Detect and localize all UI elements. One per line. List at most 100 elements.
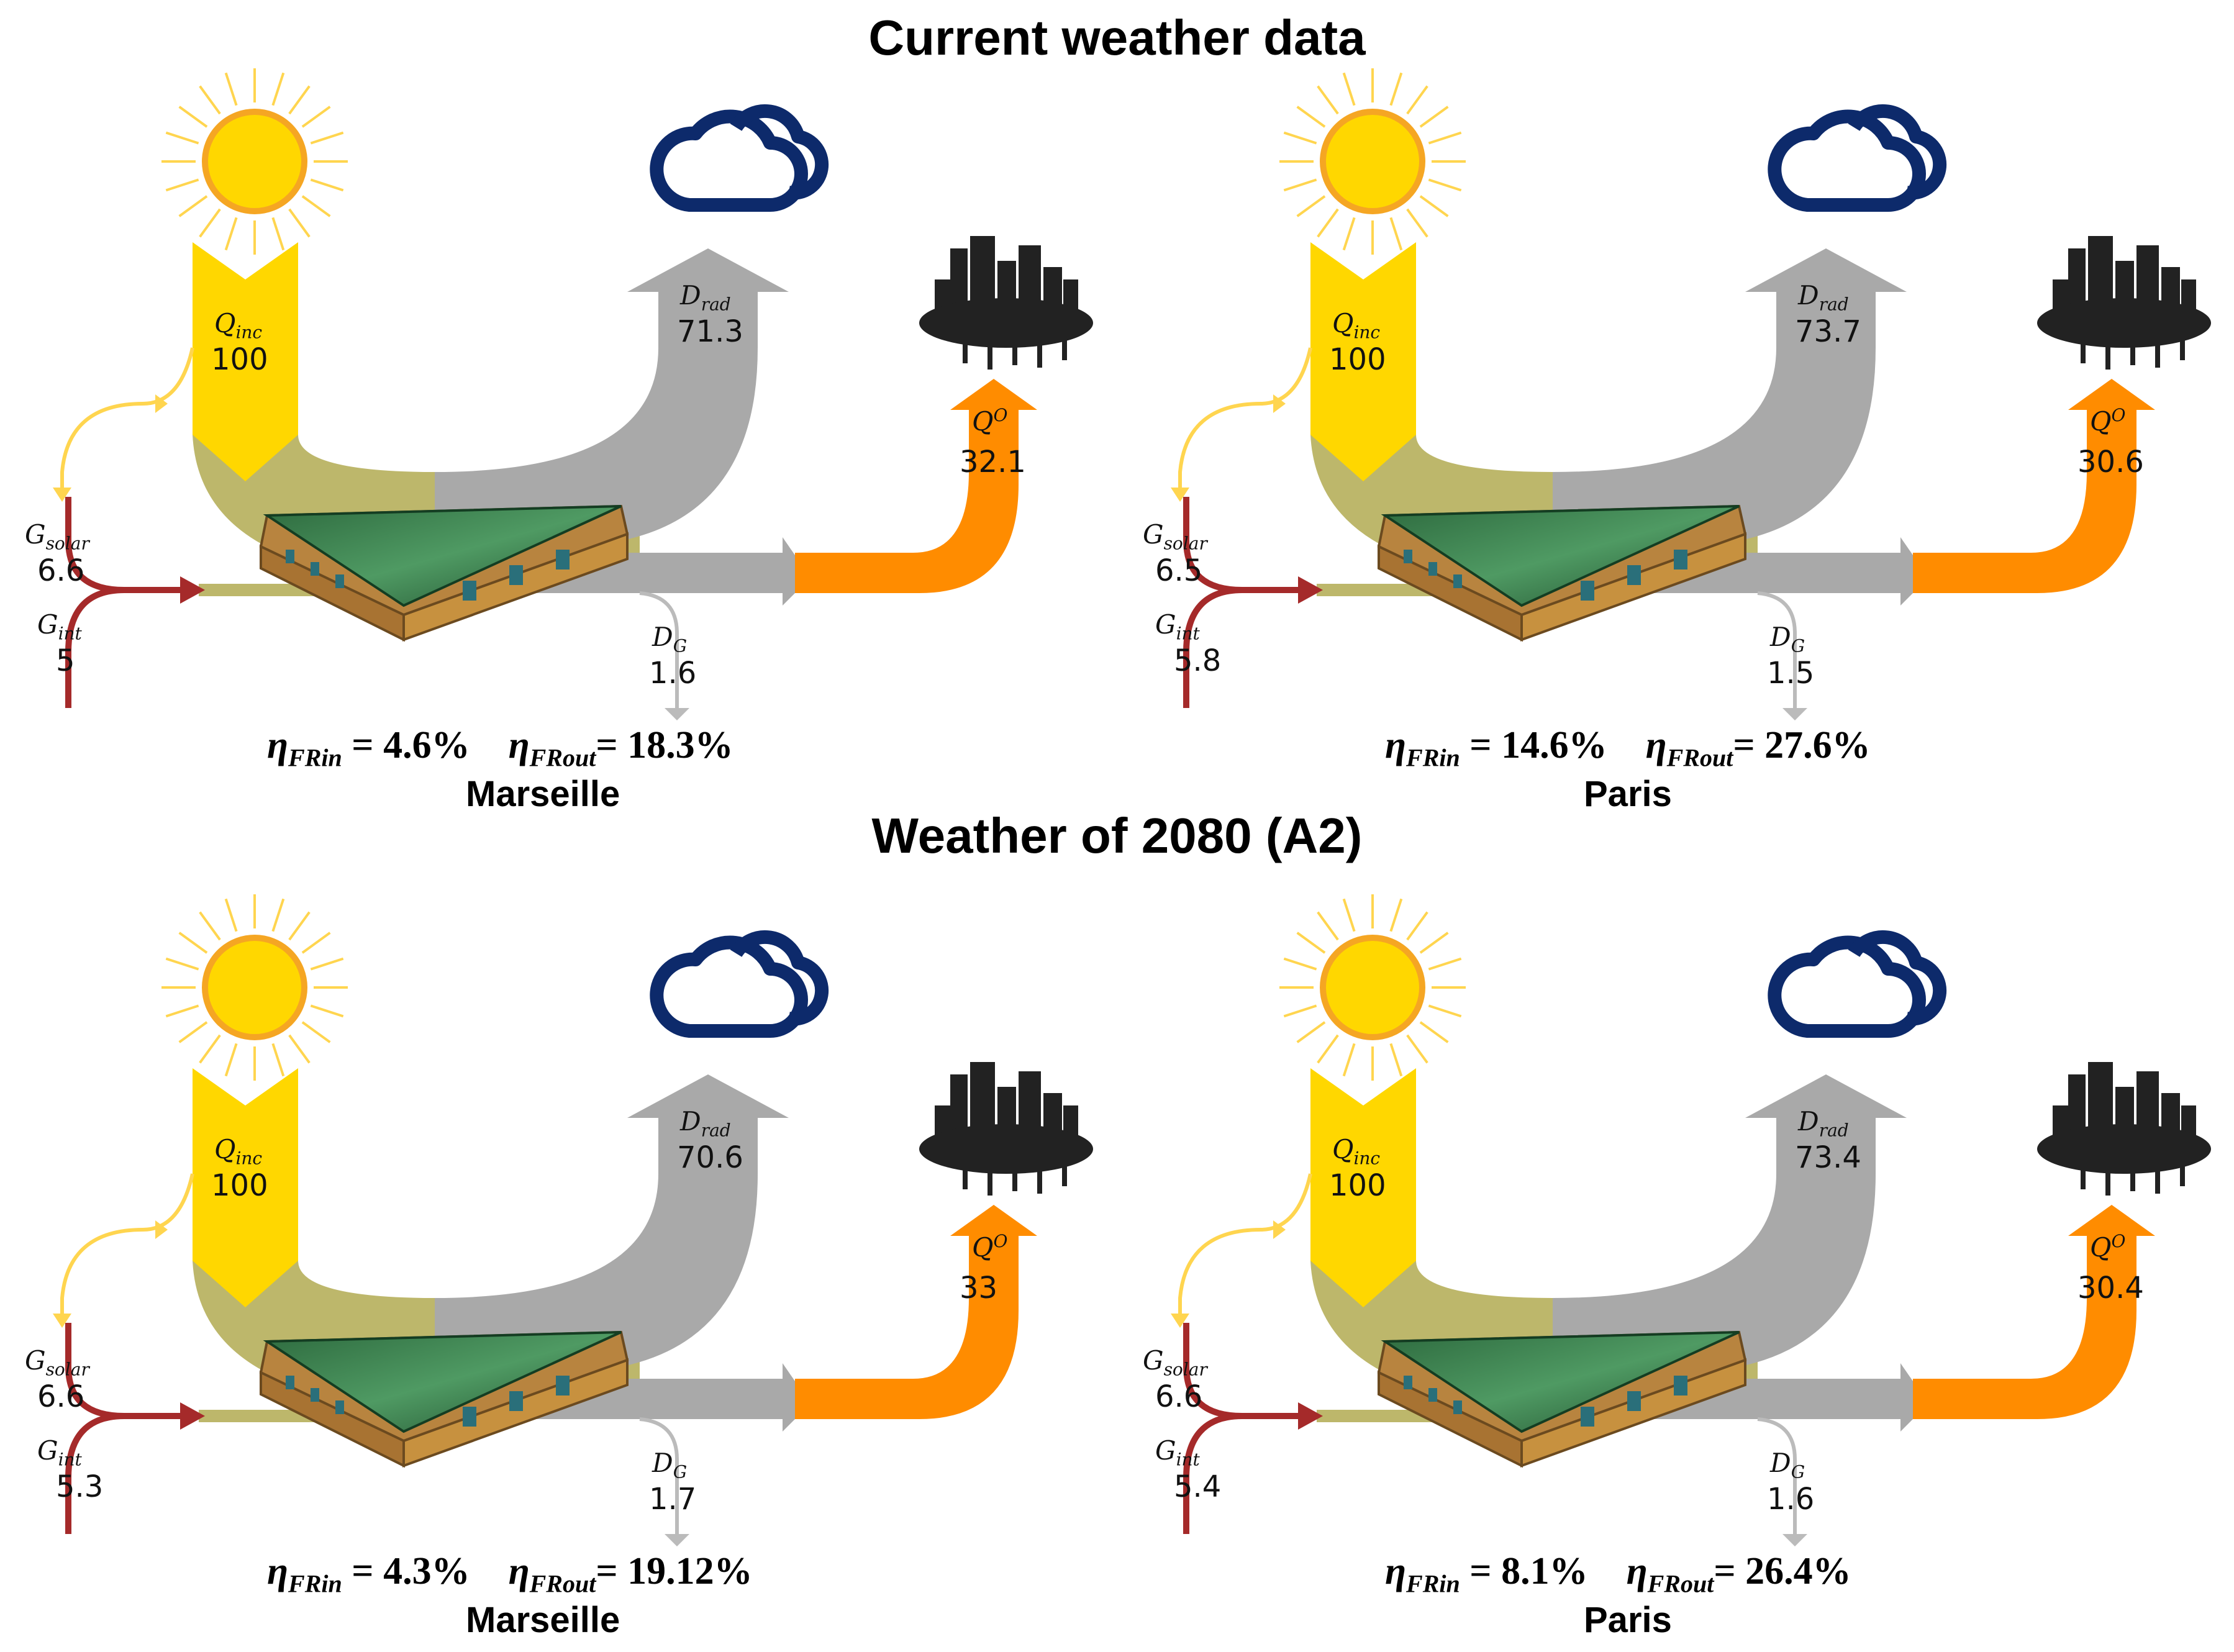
sun-ray	[1406, 1034, 1428, 1064]
cloud-icon	[1768, 104, 1947, 212]
sun-ray	[1283, 1004, 1317, 1018]
d-g-value: 1.5	[1767, 656, 1815, 691]
d-rad-symbol: Drad	[680, 280, 731, 315]
sun-ray	[1406, 85, 1428, 115]
cloud-icon	[650, 930, 829, 1038]
ground-loss-arrowhead	[1782, 1534, 1807, 1546]
sankey-panel-marseille-2080: Qinc 100 Drad 70.6 QO 33 DG 1.7 Gsolar 6…	[0, 826, 1118, 1652]
incident-radiation-arrow	[1310, 1068, 1416, 1307]
city-skyline-icon	[2037, 1062, 2211, 1196]
solar-split-arrowhead	[1273, 1220, 1286, 1239]
sun-ray	[1283, 957, 1317, 971]
sun-ray	[271, 217, 285, 251]
sun-ray	[1296, 195, 1326, 217]
sun-ray	[1389, 1043, 1403, 1077]
output-flow-arrow	[1913, 1205, 2155, 1419]
g-int-symbol: Gint	[1155, 1435, 1200, 1470]
q-out-value: 30.6	[2077, 445, 2144, 479]
sun-ray	[1317, 85, 1339, 115]
q-inc-symbol: Qinc	[214, 308, 263, 343]
ground-loss-arrow	[1757, 1417, 1797, 1534]
solar-gain-arrowhead	[1171, 488, 1189, 502]
sun-ray	[301, 1021, 331, 1043]
incident-radiation-arrow	[193, 242, 298, 481]
d-rad-value: 71.3	[677, 314, 743, 349]
q-inc-symbol: Qinc	[1332, 1134, 1381, 1169]
sun-ray	[165, 178, 199, 192]
d-g-symbol: DG	[652, 622, 688, 656]
eta-in-subscript: FRin	[1406, 743, 1460, 772]
ground-loss-arrow	[1757, 591, 1797, 708]
g-int-symbol: Gint	[37, 609, 82, 644]
g-int-value: 5	[56, 643, 75, 678]
sun-ray	[288, 911, 311, 941]
eta-in-symbol: η	[267, 1550, 289, 1592]
internal-gain-arrowhead	[1298, 576, 1323, 604]
eta-out-subscript: FRout	[529, 743, 596, 772]
d-rad-value: 70.6	[677, 1140, 743, 1175]
sun-ray	[1428, 131, 1462, 145]
sun-icon	[161, 894, 348, 1081]
sun-ray	[224, 1043, 238, 1077]
eta-in-subscript: FRin	[1406, 1569, 1460, 1598]
solar-gain-curve	[60, 1173, 194, 1317]
green-roof-building	[1377, 1330, 1747, 1468]
sun-ray	[1419, 106, 1449, 128]
d-g-symbol: DG	[1770, 1448, 1805, 1482]
sun-ray	[1342, 898, 1356, 932]
sun-icon	[1279, 68, 1466, 255]
g-int-symbol: Gint	[37, 1435, 82, 1470]
sun-ray	[288, 85, 311, 115]
sun-ray	[1342, 1043, 1356, 1077]
g-int-value: 5.4	[1174, 1469, 1222, 1504]
efficiency-line: ηFRin = 14.6% ηFRout= 27.6%	[1385, 724, 1871, 772]
eta-out-value: = 19.12%	[596, 1550, 753, 1592]
g-int-symbol: Gint	[1155, 609, 1200, 644]
green-roof-building	[1377, 504, 1747, 642]
sun-ray	[1406, 911, 1428, 941]
g-solar-symbol: Gsolar	[1143, 519, 1207, 554]
sun-ray	[271, 72, 285, 106]
cloud-icon	[1768, 930, 1947, 1038]
eta-in-value: = 14.6%	[1469, 724, 1607, 766]
sun-ray	[301, 106, 331, 128]
heading-current-weather: Current weather data	[868, 10, 1366, 65]
solar-gain-curve	[1178, 1173, 1312, 1317]
sun-ray	[1317, 1034, 1339, 1064]
eta-out-subscript: FRout	[1647, 1569, 1714, 1598]
radiation-loss-arrow	[435, 248, 789, 547]
sun-ray	[1342, 217, 1356, 251]
sun-ray	[224, 217, 238, 251]
sun-ray	[224, 72, 238, 106]
sun-ray	[1419, 195, 1449, 217]
cloud-icon	[650, 104, 829, 212]
output-flow-arrow	[1913, 379, 2155, 593]
g-solar-value: 6.6	[1155, 1379, 1203, 1414]
q-inc-symbol: Qinc	[214, 1134, 263, 1169]
eta-in-symbol: η	[267, 724, 289, 766]
d-rad-value: 73.4	[1795, 1140, 1861, 1175]
sun-ray	[178, 1021, 208, 1043]
eta-out-subscript: FRout	[1666, 743, 1733, 772]
sun-ray	[1389, 217, 1403, 251]
sun-ray	[1283, 131, 1317, 145]
d-g-symbol: DG	[1770, 622, 1805, 656]
internal-gain-arrowhead	[180, 1402, 205, 1430]
efficiency-line: ηFRin = 4.6% ηFRout= 18.3%	[267, 724, 733, 772]
ground-loss-arrowhead	[665, 708, 689, 720]
sun-ray	[310, 178, 344, 192]
eta-out-symbol: η	[508, 724, 530, 766]
sun-ray	[310, 1004, 344, 1018]
d-rad-value: 73.7	[1795, 314, 1861, 349]
q-inc-symbol: Qinc	[1332, 308, 1381, 343]
sun-ray	[1419, 932, 1449, 954]
sun-ray	[301, 932, 331, 954]
sun-ray	[199, 85, 221, 115]
sun-icon	[161, 68, 348, 255]
sun-ray	[224, 898, 238, 932]
sun-ray	[165, 1004, 199, 1018]
eta-in-symbol: η	[1385, 1550, 1407, 1592]
sun-ray	[310, 957, 344, 971]
q-out-symbol: QO	[2090, 405, 2126, 437]
sun-ray	[178, 106, 208, 128]
